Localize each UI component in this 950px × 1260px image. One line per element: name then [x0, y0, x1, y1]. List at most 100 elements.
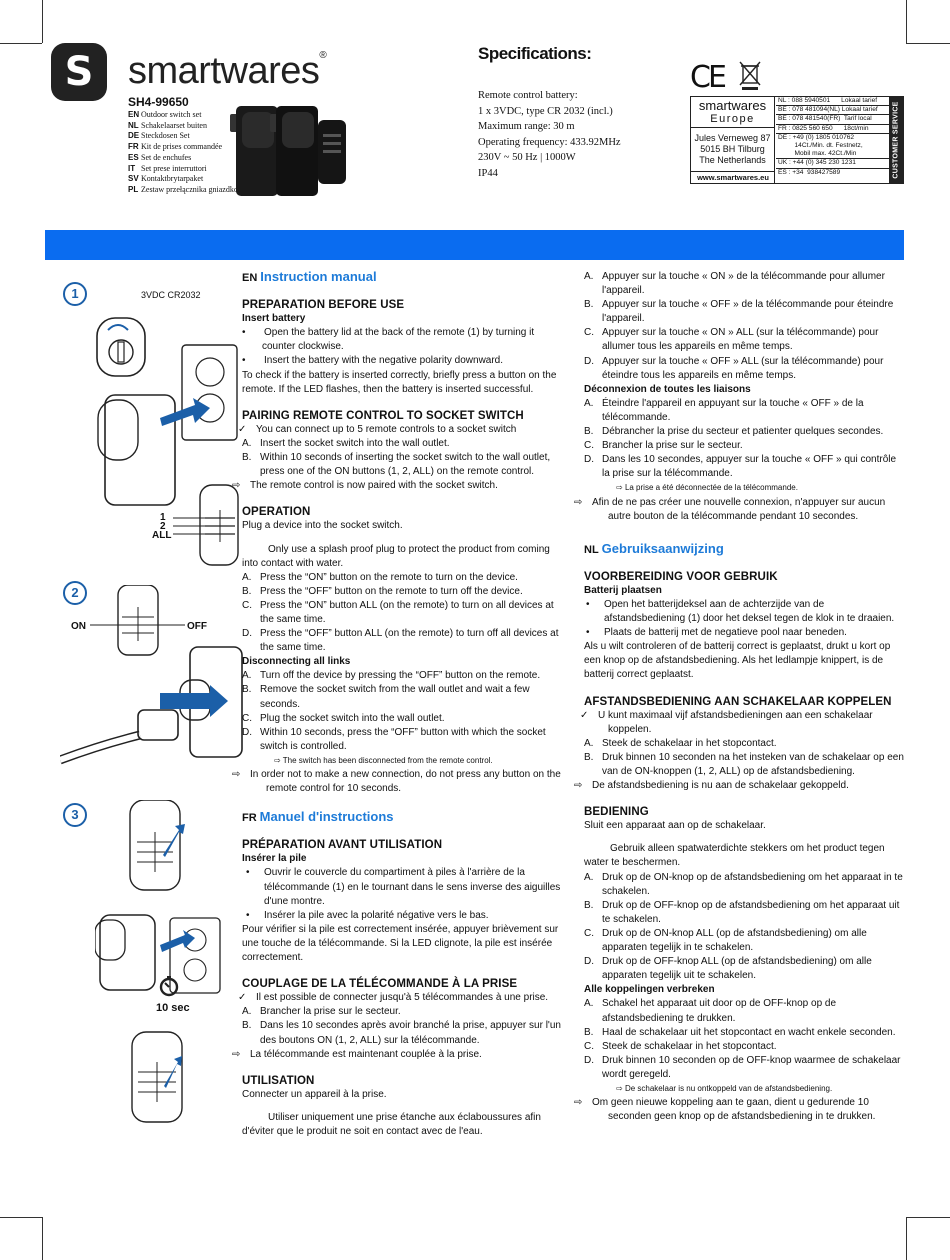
list-item: B.Within 10 seconds of inserting the soc… [242, 452, 551, 478]
list-item: •Ouvrir le couvercle du compartiment à p… [246, 867, 561, 907]
list-item: A.Druk op de ON-knop op de afstandsbedie… [584, 871, 903, 897]
list-item: ⇨In order not to make a new connection, … [232, 769, 561, 795]
language-code: NL [584, 543, 599, 556]
website-link[interactable]: www.smartwares.eu [691, 171, 775, 183]
phone-table: NL : 088 5940501 Lokaal tarief BE : 078 … [776, 97, 889, 183]
paragraph: Plug a device into the socket switch. [242, 520, 403, 532]
crop-mark [906, 1217, 907, 1260]
crop-mark [42, 1217, 43, 1260]
phone-row: Mobil max. 42Ct./Min [776, 150, 889, 160]
list-item: D.Within 10 seconds, press the “OFF” but… [242, 726, 546, 752]
crop-mark [0, 1217, 42, 1218]
heading: PAIRING REMOTE CONTROL TO SOCKET SWITCH [242, 409, 524, 422]
paragraph: Gebruik alleen spatwaterdichte stekkers … [584, 843, 885, 869]
subheading: Insert battery [242, 313, 306, 325]
battery-label: 3VDC CR2032 [141, 290, 201, 300]
list-item: B.Appuyer sur la touche « OFF » de la té… [584, 299, 894, 325]
blue-banner [45, 230, 904, 260]
heading: OPERATION [242, 506, 311, 519]
on-label: ON [71, 621, 86, 632]
list-item: A.Press the “ON” button on the remote to… [242, 571, 518, 583]
note: ⇨ The switch has been disconnected from … [274, 755, 493, 765]
paragraph: To check if the battery is inserted corr… [242, 369, 557, 395]
list-item: •Open the battery lid at the back of the… [242, 327, 535, 353]
section-title: Instruction manual [260, 269, 377, 284]
list-item: ⇨Om geen nieuwe koppeling aan te gaan, d… [574, 1097, 876, 1123]
section-title: Gebruiksaanwijzing [601, 540, 724, 556]
list-item: C.Press the “ON” button ALL (on the remo… [242, 599, 554, 625]
ce-mark-icon: CE [690, 60, 727, 95]
list-item: ⇨De afstandsbediening is nu aan de schak… [574, 780, 849, 792]
list-item: ✓U kunt maximaal vijf afstandsbedieninge… [580, 709, 873, 735]
list-item: A.Insert the socket switch into the wall… [242, 437, 450, 449]
phone-row: BE : 078 481540(FR) Tarif local [776, 115, 889, 125]
address-line: The Netherlands [699, 155, 766, 165]
crop-mark [42, 0, 43, 43]
specifications-list: Remote control battery: 1 x 3VDC, type C… [478, 88, 621, 181]
battery-insert-illustration [96, 317, 239, 566]
list-item: B.Druk op de OFF-knop op de afstandsbedi… [584, 899, 900, 925]
paragraph: Connecter un appareil à la prise. [242, 1088, 387, 1100]
brand-name: smartwares® [128, 50, 327, 92]
product-name-item: FR Kit de prises commandée [128, 142, 223, 152]
brand-logo-icon: S [51, 43, 107, 101]
subheading: Déconnexion de toutes les liaisons [584, 383, 751, 395]
heading: AFSTANDSBEDIENING AAN SCHAKELAAR KOPPELE… [584, 695, 892, 708]
list-item: B.Dans les 10 secondes après avoir branc… [242, 1020, 561, 1046]
spec-line: Maximum range: 30 m [478, 121, 575, 132]
step-number-badge: 2 [63, 581, 87, 605]
phone-row: BE : 078 481094(NL) Lokaal tarief [776, 106, 889, 116]
address-line: Jules Verneweg 87 [694, 133, 771, 143]
list-item: •Plaats de batterij met de negatieve poo… [586, 627, 847, 639]
note: ⇨ De schakelaar is nu ontkoppeld van de … [616, 1083, 833, 1093]
remote-label-1: 1 [160, 512, 166, 523]
crop-mark [906, 1217, 950, 1218]
list-item: C.Brancher la prise sur le secteur. [584, 440, 743, 452]
paragraph: Pour vérifier si la pile est correctemen… [242, 923, 559, 964]
customer-service-box: smartwares Europe Jules Verneweg 87 5015… [690, 96, 904, 184]
heading: VOORBEREIDING VOOR GEBRUIK [584, 570, 778, 583]
phone-row: UK : +44 (0) 345 230 1231 [776, 159, 889, 169]
subheading: Insérer la pile [242, 853, 307, 865]
plug-connect-illustration [60, 585, 243, 765]
step-number-badge: 1 [63, 282, 87, 306]
list-item: •Insérer la pile avec la polarité négati… [246, 909, 489, 921]
product-name-item: ES Set de enchufes [128, 152, 192, 162]
customer-service-region: Europe [691, 113, 774, 128]
list-item: D.Appuyer sur la touche « OFF » ALL (sur… [584, 355, 884, 381]
product-name-item: NL Schakelaarset buiten [128, 120, 207, 130]
spec-line: Operating frequency: 433.92MHz [478, 136, 621, 148]
right-column: A.Appuyer sur la touche « ON » de la tél… [574, 270, 906, 1124]
phone-row: ES : +34 938427589 [778, 168, 841, 176]
list-item: A.Steek de schakelaar in het stopcontact… [584, 737, 777, 749]
paragraph: Only use a splash proof plug to protect … [242, 543, 550, 569]
list-item: D.Druk binnen 10 seconden op de OFF-knop… [584, 1054, 901, 1080]
heading: BEDIENING [584, 806, 649, 819]
list-item: ✓You can connect up to 5 remote controls… [238, 423, 517, 435]
list-item: ⇨Afin de ne pas créer une nouvelle conne… [574, 496, 886, 522]
list-item: ⇨La télécommande est maintenant couplée … [232, 1048, 482, 1060]
phone-row: 14Ct./Min. dt. Festnetz, [778, 142, 863, 150]
list-item: B.Débrancher la prise du secteur et pati… [584, 426, 884, 438]
address-line: 5015 BH Tilburg [700, 144, 765, 154]
remote-label-all: ALL [152, 530, 172, 541]
list-item: •Open het batterijdeksel aan de achterzi… [586, 598, 895, 625]
list-item: A.Brancher la prise sur le secteur. [242, 1006, 401, 1018]
heading: UTILISATION [242, 1074, 315, 1087]
list-item: C.Steek de schakelaar in het stopcontact… [584, 1040, 777, 1052]
weee-bin-icon [739, 61, 761, 90]
note: ⇨ La prise a été déconnectée de la téléc… [616, 483, 798, 493]
step-number-badge: 3 [63, 803, 87, 827]
remote-control-icon [131, 1031, 183, 1123]
product-name-item: EN Outdoor switch set [128, 110, 202, 119]
timer-label: 10 sec [156, 1002, 190, 1014]
model-number: SH4-99650 [128, 95, 189, 109]
heading: PREPARATION BEFORE USE [242, 299, 405, 312]
off-label: OFF [187, 621, 207, 632]
list-item: C.Appuyer sur la touche « ON » ALL (sur … [584, 327, 879, 353]
customer-service-address: smartwares Europe Jules Verneweg 87 5015… [691, 97, 775, 183]
list-item: ✓Il est possible de connecter jusqu'à 5 … [238, 992, 549, 1004]
section-title: Manuel d'instructions [259, 809, 394, 825]
list-item: B.Haal de schakelaar uit het stopcontact… [584, 1026, 896, 1038]
language-code: FR [242, 812, 257, 825]
